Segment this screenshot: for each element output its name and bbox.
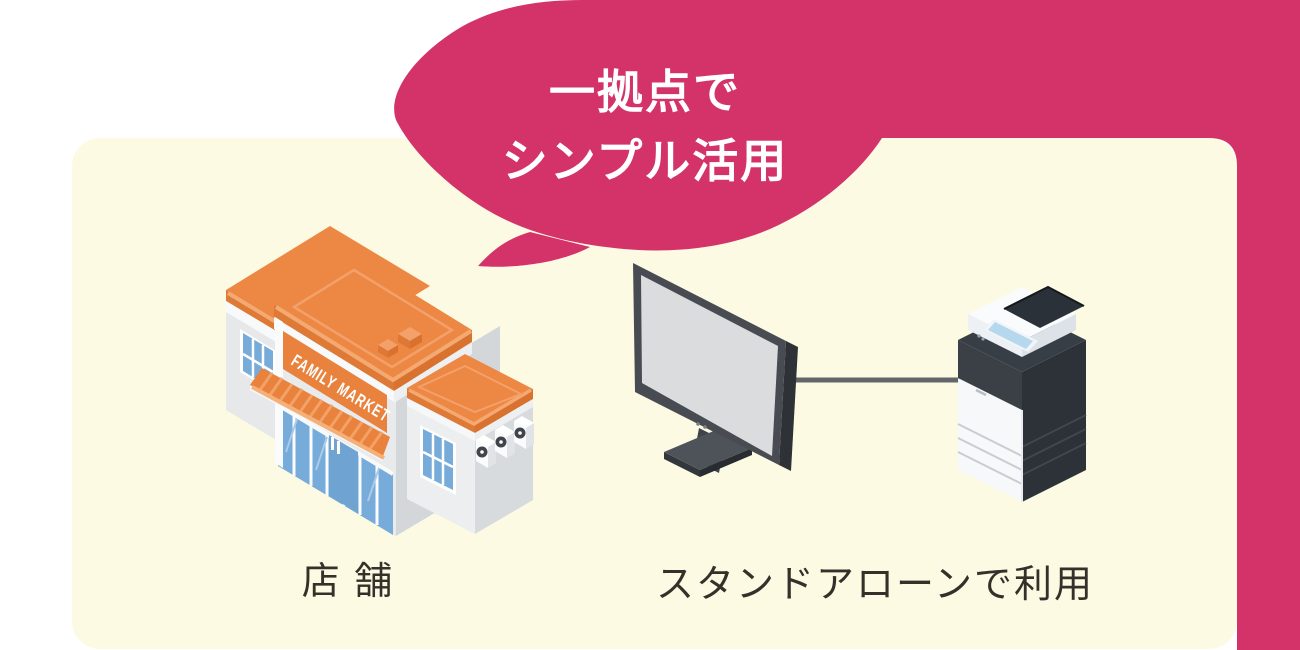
speech-bubble-text: 一拠点で シンプル活用 xyxy=(395,58,895,196)
storefront-glass xyxy=(276,403,395,535)
bubble-line-2: シンプル活用 xyxy=(501,135,789,187)
roof-vent xyxy=(378,327,422,358)
multifunction-printer-illustration xyxy=(957,285,1087,502)
store-label: 店 舗 xyxy=(301,561,395,603)
store-right-block xyxy=(407,354,534,534)
speech-bubble-tail xyxy=(478,232,590,267)
bubble-line-1: 一拠点で xyxy=(549,66,741,118)
store-right-window xyxy=(420,425,456,495)
store-main-roof xyxy=(274,256,473,391)
standalone-label: スタンドアローンで利用 xyxy=(655,564,1095,606)
store-sign xyxy=(283,331,387,433)
monitor-side xyxy=(779,341,798,471)
store-door xyxy=(329,435,358,513)
ac-unit xyxy=(514,416,534,449)
speech-bubble xyxy=(394,0,1300,650)
printer-console xyxy=(958,340,1022,410)
printer-adf-tray xyxy=(1004,287,1084,328)
desktop-monitor-illustration xyxy=(633,263,798,477)
ac-unit xyxy=(495,425,515,458)
printer-side xyxy=(1022,340,1086,502)
ac-unit xyxy=(476,435,496,468)
printer-control-panel xyxy=(977,319,1038,352)
store-awning xyxy=(250,368,390,461)
printer-scanner-unit xyxy=(968,285,1085,357)
store-building-illustration: FAMILY MARKET xyxy=(226,226,534,536)
monitor-screen xyxy=(641,275,778,456)
